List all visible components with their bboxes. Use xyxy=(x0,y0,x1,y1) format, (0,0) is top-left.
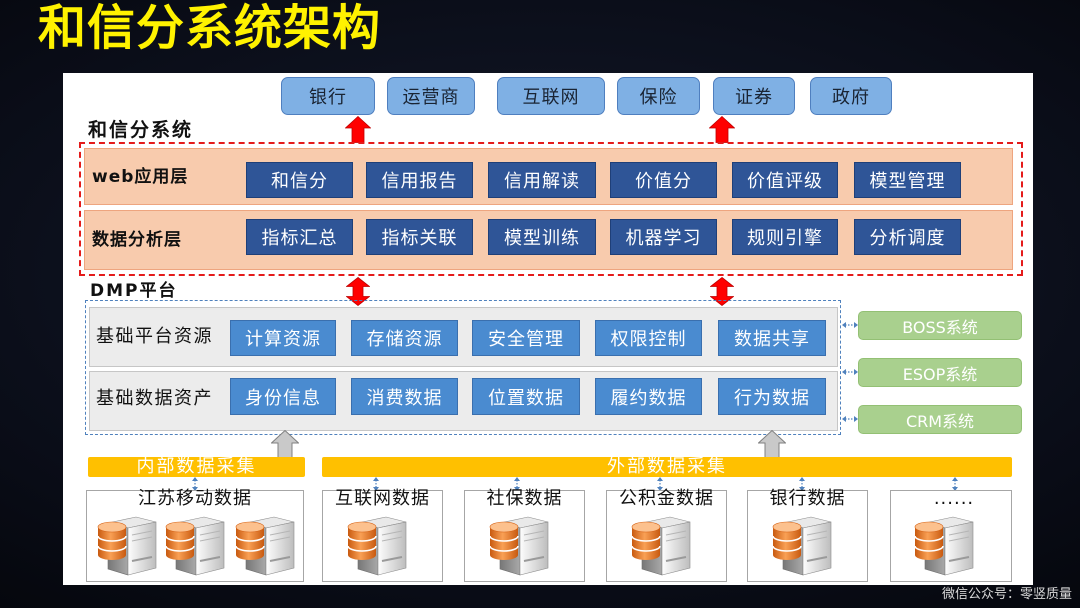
module-credit-report: 信用报告 xyxy=(366,162,473,198)
consumer-government: 政府 xyxy=(810,77,892,115)
gray-up-arrow-icon xyxy=(271,430,299,458)
module-machine-learning: 机器学习 xyxy=(610,219,717,255)
system-label: 和信分系统 xyxy=(88,118,193,142)
module-metric-correlation: 指标关联 xyxy=(366,219,473,255)
external-collection-bar: 外部数据采集 xyxy=(322,457,1012,477)
red-up-arrow-icon xyxy=(709,116,735,143)
source-bank: 银行数据 xyxy=(747,490,868,582)
source-label: 社保数据 xyxy=(465,487,584,511)
server-icon xyxy=(96,511,158,577)
module-credit-score: 和信分 xyxy=(246,162,353,198)
module-rule-engine: 规则引擎 xyxy=(732,219,838,255)
module-model-training: 模型训练 xyxy=(488,219,596,255)
consumer-bank: 银行 xyxy=(281,77,375,115)
server-icon xyxy=(630,511,692,577)
consumer-insurance: 保险 xyxy=(617,77,700,115)
external-system-boss: BOSS系统 xyxy=(858,311,1022,340)
resource-access-control: 权限控制 xyxy=(595,320,702,356)
server-icon xyxy=(771,511,833,577)
consumer-securities: 证券 xyxy=(713,77,795,115)
source-label: 互联网数据 xyxy=(323,487,442,511)
module-metric-aggregation: 指标汇总 xyxy=(246,219,353,255)
layer-label-data-assets: 基础数据资产 xyxy=(96,387,213,411)
dotted-double-arrow-icon xyxy=(842,368,858,376)
server-icon xyxy=(913,511,975,577)
source-label: 江苏移动数据 xyxy=(87,487,303,511)
source-label: ...... xyxy=(891,487,1011,511)
source-internet: 互联网数据 xyxy=(322,490,443,582)
server-icon xyxy=(488,511,550,577)
layer-label-platform-resources: 基础平台资源 xyxy=(96,325,213,349)
source-more: ...... xyxy=(890,490,1012,582)
source-housing-fund: 公积金数据 xyxy=(606,490,727,582)
resource-data-sharing: 数据共享 xyxy=(718,320,826,356)
external-system-esop: ESOP系统 xyxy=(858,358,1022,387)
slide-title: 和信分系统架构 xyxy=(38,0,381,59)
asset-identity: 身份信息 xyxy=(230,378,336,415)
consumer-internet: 互联网 xyxy=(497,77,605,115)
module-value-rating: 价值评级 xyxy=(732,162,838,198)
source-jiangsu-mobile: 江苏移动数据 xyxy=(86,490,304,582)
internal-collection-bar: 内部数据采集 xyxy=(88,457,305,477)
watermark: 微信公众号：零竖质量 xyxy=(942,586,1072,604)
dotted-double-arrow-icon xyxy=(842,321,858,329)
resource-storage: 存储资源 xyxy=(351,320,458,356)
layer-label-data-analysis: 数据分析层 xyxy=(92,229,182,251)
asset-behavior: 行为数据 xyxy=(718,378,826,415)
server-icon xyxy=(346,511,408,577)
module-credit-interpretation: 信用解读 xyxy=(488,162,596,198)
server-icon xyxy=(164,511,226,577)
source-label: 公积金数据 xyxy=(607,487,726,511)
resource-security: 安全管理 xyxy=(472,320,580,356)
server-icon xyxy=(234,511,296,577)
source-social-security: 社保数据 xyxy=(464,490,585,582)
module-analysis-scheduling: 分析调度 xyxy=(854,219,961,255)
consumer-carrier: 运营商 xyxy=(387,77,475,115)
source-label: 银行数据 xyxy=(748,487,867,511)
module-model-management: 模型管理 xyxy=(854,162,961,198)
asset-fulfillment: 履约数据 xyxy=(595,378,702,415)
asset-location: 位置数据 xyxy=(472,378,580,415)
asset-consumption: 消费数据 xyxy=(351,378,458,415)
red-up-arrow-icon xyxy=(345,116,371,143)
module-value-score: 价值分 xyxy=(610,162,717,198)
external-system-crm: CRM系统 xyxy=(858,405,1022,434)
resource-compute: 计算资源 xyxy=(230,320,336,356)
layer-label-web-app: web应用层 xyxy=(92,166,188,188)
dotted-double-arrow-icon xyxy=(842,415,858,423)
gray-up-arrow-icon xyxy=(758,430,786,458)
